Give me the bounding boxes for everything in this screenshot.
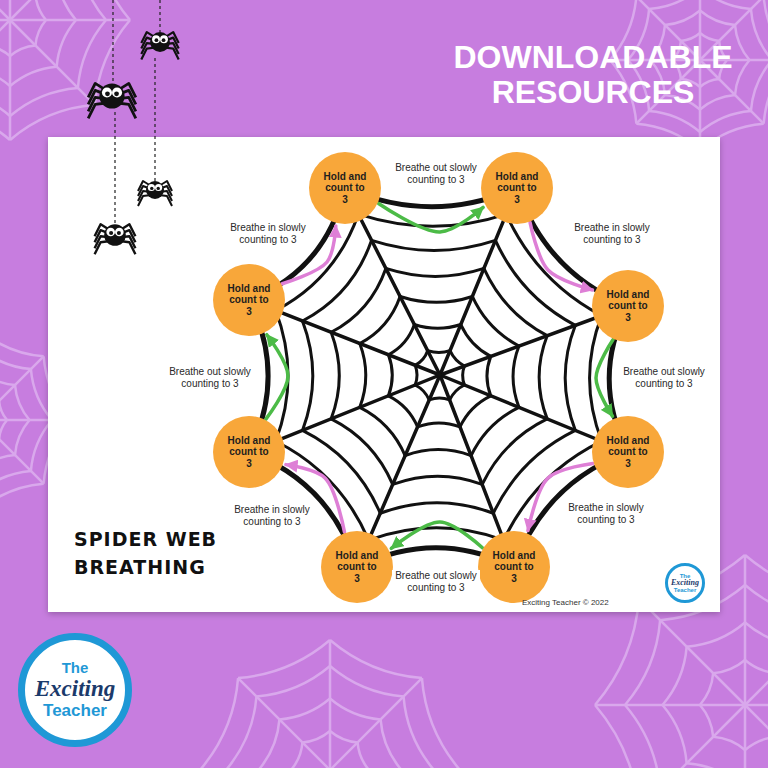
step-circle: Hold and count to 3	[213, 264, 285, 336]
step-text: Hold and count to 3	[605, 289, 651, 324]
worksheet-title: SPIDER WEB BREATHING	[74, 526, 249, 581]
spider	[88, 83, 136, 118]
faint-web	[0, 0, 130, 140]
spider-thread	[159, 0, 160, 32]
logo-text: Exciting	[35, 676, 116, 701]
step-circle: Hold and count to 3	[592, 270, 664, 342]
worksheet-card	[48, 137, 720, 612]
breathing-instruction: Breathe out slowly counting to 3	[392, 570, 480, 594]
logo-text: Teacher	[43, 702, 107, 721]
breathing-instruction: Breathe in slowly counting to 3	[220, 222, 316, 246]
breathing-instruction: Breathe out slowly counting to 3	[160, 366, 260, 390]
copyright-note: Exciting Teacher © 2022	[522, 598, 609, 607]
step-text: Hold and count to 3	[605, 435, 651, 470]
breathing-instruction: Breathe in slowly counting to 3	[558, 502, 654, 526]
spider	[95, 224, 136, 254]
step-text: Hold and count to 3	[494, 171, 540, 206]
logo-text: Teacher	[674, 587, 697, 593]
step-circle: Hold and count to 3	[321, 531, 393, 603]
step-circle: Hold and count to 3	[481, 152, 553, 224]
step-text: Hold and count to 3	[322, 171, 368, 206]
step-text: Hold and count to 3	[491, 550, 537, 585]
spider	[138, 181, 172, 206]
breathing-arrow	[266, 335, 288, 419]
breathing-instruction: Breathe in slowly counting to 3	[224, 504, 320, 528]
step-text: Hold and count to 3	[226, 435, 272, 470]
step-circle: Hold and count to 3	[213, 416, 285, 488]
breathing-instruction: Breathe in slowly counting to 3	[564, 222, 660, 246]
breathing-arrow	[379, 204, 484, 232]
spider	[141, 32, 178, 60]
step-text: Hold and count to 3	[334, 550, 380, 585]
step-circle: Hold and count to 3	[309, 152, 381, 224]
logo-text: Exciting	[671, 579, 699, 587]
spider-thread	[154, 58, 155, 181]
spider-thread	[114, 112, 115, 223]
breathing-instruction: Breathe out slowly counting to 3	[392, 162, 480, 186]
logo-badge: TheExcitingTeacher	[665, 563, 705, 603]
step-circle: Hold and count to 3	[592, 416, 664, 488]
page-title: DOWNLOADABLE RESOURCES	[443, 40, 743, 110]
step-circle: Hold and count to 3	[478, 531, 550, 603]
breathing-arrow	[391, 522, 482, 548]
step-text: Hold and count to 3	[226, 283, 272, 318]
logo-badge: TheExcitingTeacher	[18, 633, 132, 747]
faint-web	[200, 640, 460, 768]
spider-thread	[112, 0, 113, 82]
breathing-arrow	[596, 340, 613, 416]
breathing-instruction: Breathe out slowly counting to 3	[614, 366, 714, 390]
logo-text: The	[62, 660, 89, 677]
